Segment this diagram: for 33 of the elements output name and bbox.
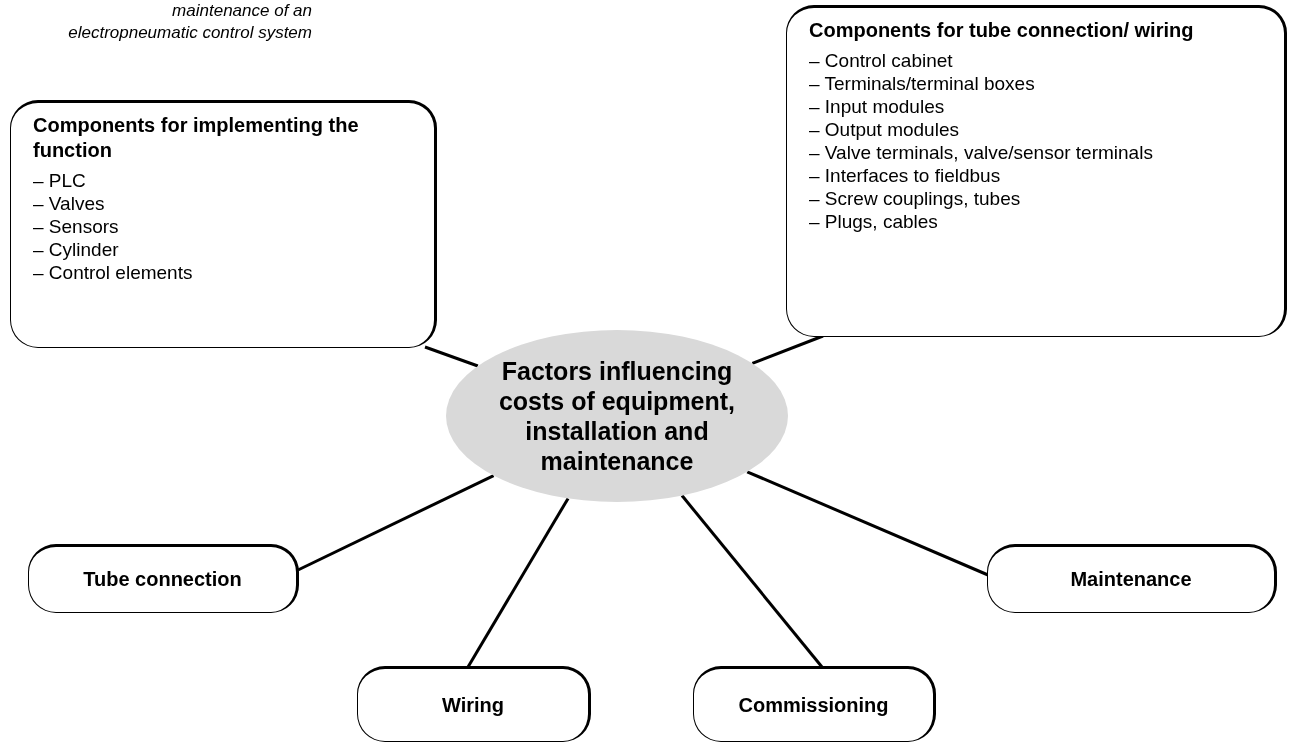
list-item: – Sensors — [33, 215, 120, 238]
factor-label: Tube connection — [83, 568, 242, 591]
list-box — [10, 100, 437, 348]
connector-line — [424, 345, 479, 368]
factor-box — [28, 544, 299, 613]
list-item: – Valves — [33, 192, 106, 215]
list-item: – PLC — [33, 169, 87, 192]
list-item: – Terminals/terminal boxes — [809, 72, 1036, 95]
box-heading: Components for implementing the function — [33, 113, 360, 163]
connector-line — [680, 494, 824, 668]
list-item: – Cylinder — [33, 238, 120, 261]
factor-label: Maintenance — [1070, 568, 1192, 591]
factor-label: Commissioning — [738, 693, 889, 717]
list-item: – Screw couplings, tubes — [809, 187, 1022, 210]
caption-text: maintenance of an electropneumatic control system — [67, 0, 312, 44]
connector-line — [466, 497, 570, 668]
factor-box — [987, 544, 1277, 613]
factor-box — [693, 666, 936, 742]
box-heading: Components for tube connection/ wiring — [809, 18, 1195, 43]
list-item: – Control elements — [33, 261, 194, 284]
list-item: – Output modules — [809, 118, 960, 141]
topic-text: Factors influencing costs of equipment, installation and maintenance — [497, 356, 737, 476]
list-item: – Valve terminals, valve/sensor terminals — [809, 141, 1154, 164]
list-item: – Plugs, cables — [809, 210, 939, 233]
list-item: – Control cabinet — [809, 49, 954, 72]
list-box — [786, 5, 1287, 337]
connector-line — [746, 470, 989, 577]
connector-line — [297, 474, 495, 572]
list-item: – Interfaces to fieldbus — [809, 164, 1002, 187]
list-item: – Input modules — [809, 95, 946, 118]
factor-label: Wiring — [442, 693, 504, 717]
central-ellipse — [446, 330, 788, 502]
factor-box — [357, 666, 591, 742]
